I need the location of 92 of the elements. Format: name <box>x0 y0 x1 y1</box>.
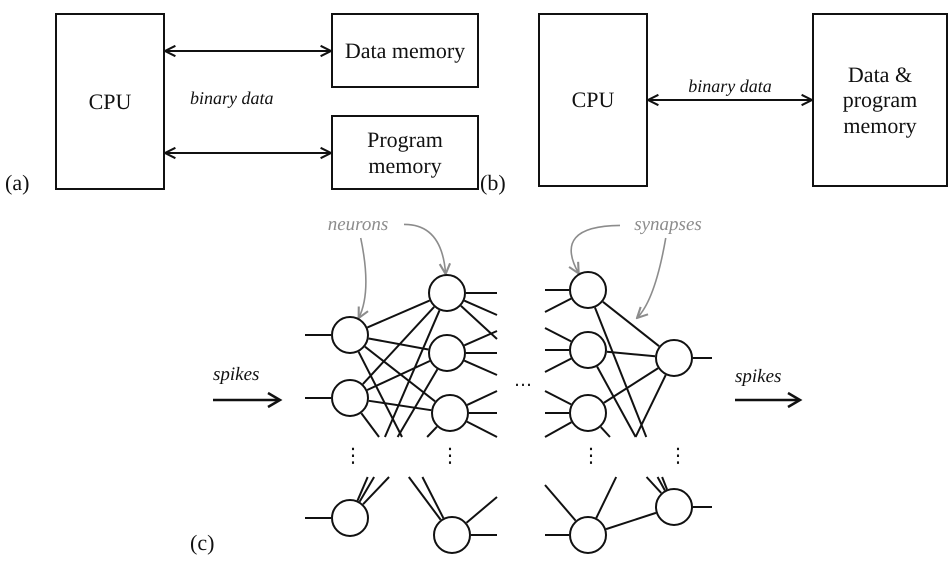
memory-box: Data memory <box>331 13 479 88</box>
synapse-line <box>466 390 498 406</box>
synapse-line <box>367 300 430 328</box>
neuron-circle <box>331 379 369 417</box>
callout-text: synapses <box>634 214 702 236</box>
synapse-line <box>544 484 576 522</box>
ellipsis: ⋮ <box>440 443 460 467</box>
synapse-line <box>422 476 444 519</box>
neuron-circle <box>428 274 466 312</box>
ellipsis: ⋮ <box>343 443 363 467</box>
synapse-line <box>364 346 436 402</box>
ellipsis: … <box>514 370 532 391</box>
memory-box: Program memory <box>331 115 479 190</box>
double-arrow <box>164 44 332 58</box>
synapse-line <box>362 306 435 385</box>
neuron-circle <box>655 339 693 377</box>
synapse-line <box>545 534 569 536</box>
signal-label: spikes <box>213 364 260 386</box>
synapse-line <box>396 368 438 438</box>
double-arrow <box>646 94 814 106</box>
synapse-line <box>466 496 498 524</box>
synapse-line <box>358 351 403 438</box>
synapse-line <box>634 374 667 438</box>
synapse-line <box>596 366 637 438</box>
synapse-line <box>471 534 497 536</box>
synapse-line <box>426 426 438 438</box>
synapse-line <box>305 397 331 399</box>
neuron-circle <box>331 499 369 537</box>
ellipsis: ⋮ <box>668 443 688 467</box>
synapse-line <box>544 421 572 438</box>
synapse-line <box>693 506 712 508</box>
synapse-line <box>362 476 390 505</box>
synapse-line <box>408 476 442 520</box>
leader-line <box>357 238 369 320</box>
neuron-circle <box>569 271 607 309</box>
synapse-line <box>693 357 712 359</box>
callout-text: neurons <box>328 214 388 236</box>
synapse-line <box>466 292 497 294</box>
leader-line <box>636 238 667 320</box>
synapse-line <box>646 476 662 494</box>
synapse-line <box>469 412 497 414</box>
synapse-line <box>545 412 569 414</box>
synapse-line <box>464 330 498 346</box>
panel-label: (a) <box>5 170 30 196</box>
synapse-line <box>460 305 498 340</box>
synapse-line <box>595 476 618 518</box>
synapse-line <box>384 310 440 438</box>
processor-box: CPU <box>55 13 165 190</box>
neuron-circle <box>569 331 607 369</box>
synapse-line <box>602 301 660 347</box>
synapse-line <box>656 476 666 491</box>
synapse-line <box>544 298 572 313</box>
synapse-line <box>466 420 498 438</box>
double-arrow <box>164 146 332 160</box>
panel-label: (c) <box>190 530 214 556</box>
synapse-line <box>356 476 369 501</box>
neuron-circle <box>655 488 693 526</box>
synapse-line <box>600 426 611 438</box>
leader-line <box>568 224 620 274</box>
leader-line <box>404 224 451 276</box>
synapse-line <box>544 390 572 406</box>
ellipsis: ⋮ <box>581 443 601 467</box>
synapse-line <box>368 337 428 351</box>
synapse-line <box>360 412 380 438</box>
synapse-line <box>464 360 498 376</box>
neuron-circle <box>569 394 607 432</box>
synapse-line <box>305 517 331 519</box>
synapse-line <box>661 476 668 490</box>
synapse-line <box>366 360 430 391</box>
synapse-line <box>545 349 569 351</box>
synapse-line <box>594 307 648 438</box>
neuron-circle <box>428 334 466 372</box>
processor-box: CPU <box>538 13 648 187</box>
synapse-line <box>544 358 572 373</box>
panel-label: (b) <box>480 170 506 196</box>
neuron-circle <box>569 516 607 554</box>
synapse-line <box>368 400 432 412</box>
synapse-line <box>545 289 569 291</box>
synapse-line <box>544 327 572 342</box>
synapse-line <box>464 300 498 316</box>
memory-box: Data & program memory <box>812 13 948 187</box>
signal-label: spikes <box>735 366 782 388</box>
synapse-line <box>466 352 497 354</box>
neuron-circle <box>331 316 369 354</box>
synapse-line <box>358 476 375 502</box>
neuron-circle <box>431 394 469 432</box>
synapse-line <box>305 334 331 336</box>
synapse-line <box>606 512 656 530</box>
neuron-circle <box>433 516 471 554</box>
synapse-line <box>603 367 659 404</box>
synapse-line <box>606 350 656 358</box>
bus-label: binary data <box>190 88 274 109</box>
